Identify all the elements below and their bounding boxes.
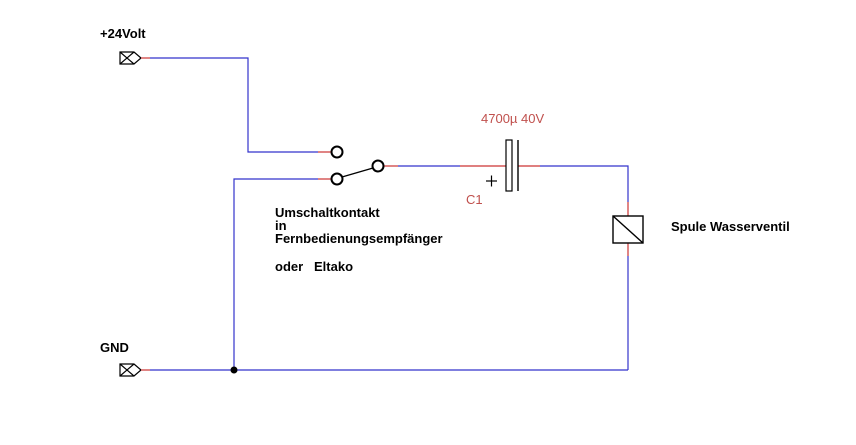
switch-label-line1: Umschaltkontakt [275,205,380,220]
coil-label: Spule Wasserventil [671,219,790,234]
ground-port-connector [119,363,142,377]
capacitor-to-coil-wire [540,165,629,202]
switch-label-line2: in [275,218,287,233]
changeover-switch [330,145,385,186]
coil-symbol [612,215,644,244]
junction-dot [230,366,238,374]
capacitor-c1 [486,139,519,192]
capacitor-ref-label: C1 [466,192,483,207]
supply-port-connector [119,51,142,65]
switch-label-line4: oder Eltako [275,259,354,274]
switch-label-line3: Fernbedienungsempfänger [275,231,443,246]
capacitor-value-label: 4700µ 40V [481,111,545,126]
supply-label: +24Volt [100,26,146,41]
supply-wire [150,57,318,153]
switch-lower-wire [233,178,318,370]
ground-label: GND [100,340,129,355]
